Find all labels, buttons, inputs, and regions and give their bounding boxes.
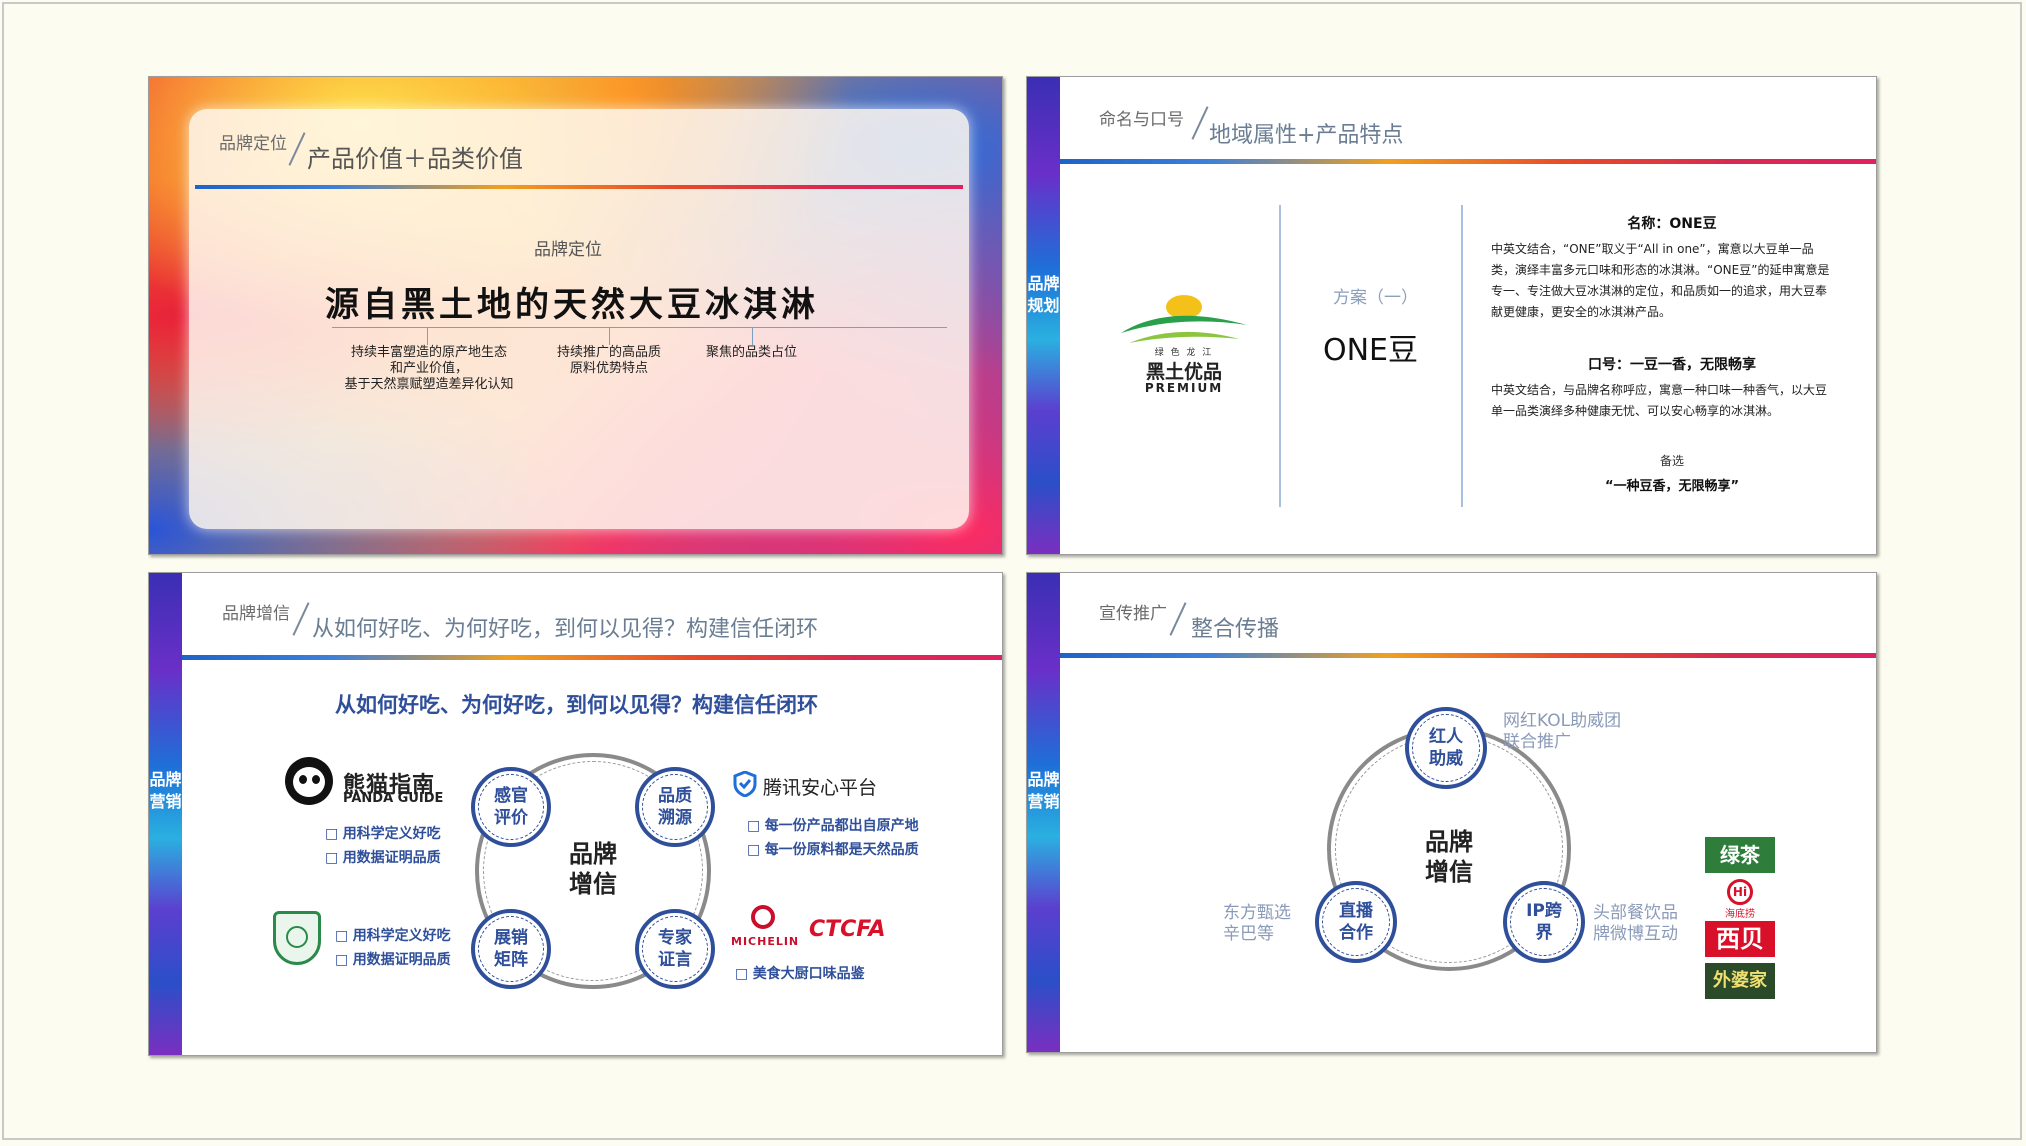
alt-slogan: “一种豆香，无限畅享” [1604,479,1740,494]
alt-label: 备选 [1659,454,1684,468]
michelin-star-icon [735,905,791,945]
underline-bar [332,327,947,328]
header-small: 命名与口号 [1099,110,1184,130]
brand-logo-haidilao: Hi 海底捞 [1705,879,1775,920]
logo-mark-icon [1121,295,1247,343]
header-slash [1169,602,1187,636]
slogan-description: 中英文结合，与品牌名称呼应，寓意一种口味一种香气，以大豆单一品类演绎多种健康无忧… [1491,383,1828,418]
tencent-point-1: 每一份产品都出自原产地 [747,815,919,835]
haidilao-name: 海底捞 [1725,909,1755,920]
slide-brand-positioning[interactable]: 品牌定位 产品价值＋品类价值 品牌定位 源自黑土地的天然大豆冰淇淋 持续丰富塑造… [148,76,1003,555]
panda-point-1: 用科学定义好吃 [325,823,441,843]
ring-center-text: 品牌 增信 [569,840,617,898]
university-emblem-icon [273,911,321,965]
tick-1 [427,327,428,345]
note-influencer: 网红KOL助威团 联合推广 [1503,711,1622,752]
headline: 源自黑土地的天然大豆冰淇淋 [325,285,819,325]
name-title: 名称：ONE豆 [1627,216,1717,232]
side-label: 品牌规划 [1027,274,1060,315]
brand-logo-xibei: 西贝 [1705,921,1775,957]
side-label: 品牌营销 [149,770,182,811]
header-gradient-line [1060,159,1876,164]
point-3: 聚焦的品类占位 [705,345,797,360]
bubble-exhibition[interactable]: 展销 矩阵 [471,909,551,989]
ctcfa-label: CTCFA [809,917,886,942]
header-gradient-line [195,185,963,189]
tick-3 [752,327,753,345]
header-small: 宣传推广 [1099,604,1167,624]
slide-brand-trust[interactable]: 品牌营销 品牌增信 从如何好吃、为何好吃，到何以见得？构建信任闭环 从如何好吃、… [148,572,1003,1056]
divider-2 [1461,205,1463,507]
plan-label: 方案（一） [1333,288,1418,308]
kicker: 品牌定位 [534,240,602,260]
header-slash [1191,106,1209,140]
bubble-sensory[interactable]: 感官 评价 [471,767,551,847]
panda-guide-cn: 熊猫指南 [343,773,436,798]
logo-name: 黑土优品 [1145,361,1222,383]
side-label: 品牌营销 [1027,770,1060,811]
header-small: 品牌增信 [222,604,290,624]
tencent-point-2: 每一份原料都是天然品质 [747,839,919,859]
bubble-influencer[interactable]: 红人 助威 [1405,707,1487,789]
slide-integrated-communication[interactable]: 品牌营销 宣传推广 整合传播 品牌 增信 红人 助威 直播 合作 IP跨 界 网… [1026,572,1877,1053]
header-title: 整合传播 [1191,617,1280,642]
tencent-title: 腾讯安心平台 [763,777,878,799]
michelin-label: MICHELIN [731,935,800,948]
panda-icon [285,757,333,805]
side-strip [149,573,182,1055]
ring-center-text: 品牌 增信 [1425,828,1473,886]
logo-sub: PREMIUM [1144,381,1224,395]
tick-2 [609,327,610,345]
header-title: 地域属性+产品特点 [1209,123,1404,148]
side-strip [1027,77,1060,554]
brand-logo-green-tea: 绿茶 [1705,837,1775,873]
product-name: ONE豆 [1323,333,1419,368]
header-title: 产品价值＋品类价值 [307,145,523,173]
brand-logo-grandma-home: 外婆家 [1705,963,1775,999]
note-livestream: 东方甄选 辛巴等 [1223,903,1291,944]
header-small: 品牌定位 [219,134,287,154]
bubble-expert[interactable]: 专家 证言 [635,909,715,989]
panda-guide-en: PANDA GUIDE [343,791,444,806]
header-slash [292,602,310,636]
slide-naming-slogan[interactable]: 品牌规划 命名与口号 地域属性+产品特点 绿 色 龙 江 黑土优品 PREMIU… [1026,76,1877,555]
headline: 从如何好吃、为何好吃，到何以见得？构建信任闭环 [335,693,818,717]
header-gradient-line [182,655,1002,660]
bubble-ip-crossover[interactable]: IP跨 界 [1503,881,1585,963]
chef-point-1: 美食大厨口味品鉴 [735,963,865,983]
haidilao-icon: Hi [1727,879,1753,905]
bubble-livestream[interactable]: 直播 合作 [1315,881,1397,963]
brand-logo: 绿 色 龙 江 黑土优品 PREMIUM [1119,293,1249,395]
header-title: 从如何好吃、为何好吃，到何以见得？构建信任闭环 [312,617,819,642]
logo-top-text: 绿 色 龙 江 [1154,348,1214,358]
panda-point-2: 用数据证明品质 [325,847,441,867]
univ-point-1: 用科学定义好吃 [335,925,451,945]
name-description: 中英文结合，“ONE”取义于“All in one”，寓意以大豆单一品类，演绎丰… [1491,242,1830,319]
content-panel [189,109,969,529]
point-2: 持续推广的高品质 原料优势特点 [556,345,661,376]
header-gradient-line [1060,653,1876,658]
side-strip [1027,573,1060,1052]
univ-point-2: 用数据证明品质 [335,949,451,969]
point-1: 持续丰富塑造的原产地生态 和产业价值， 基于天然禀赋塑造差异化认知 [344,345,514,392]
note-ip: 头部餐饮品 牌微博互动 [1593,903,1678,944]
slogan-title: 口号：一豆一香，无限畅享 [1588,357,1756,373]
tencent-shield-icon [733,770,757,798]
divider-1 [1279,205,1281,507]
bubble-traceability[interactable]: 品质 溯源 [635,767,715,847]
